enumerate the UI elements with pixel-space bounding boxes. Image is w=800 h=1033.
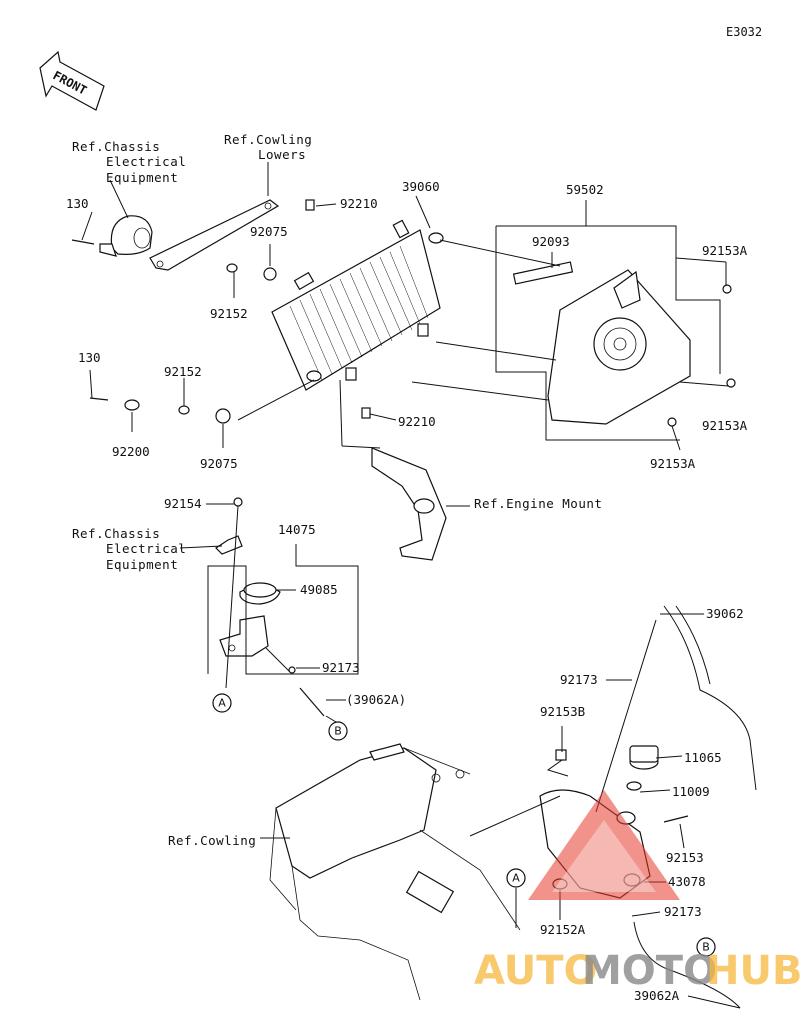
part-92153A-3: 92153A bbox=[650, 456, 696, 471]
part-130-top: 130 bbox=[66, 196, 89, 211]
connector-b-1: B bbox=[328, 721, 348, 741]
ref-engine-mount: Ref.Engine Mount bbox=[474, 496, 602, 511]
part-92153A-1: 92153A bbox=[702, 243, 748, 258]
hose-39062 bbox=[663, 605, 757, 791]
part-39062A-paren: (39062A) bbox=[346, 692, 406, 707]
connector-a-2: A bbox=[506, 868, 526, 888]
part-11065: 11065 bbox=[684, 750, 722, 765]
svg-text:Lowers: Lowers bbox=[258, 147, 306, 162]
part-92093: 92093 bbox=[532, 234, 570, 249]
part-92153: 92153 bbox=[666, 850, 704, 865]
part-92152-mid: 92152 bbox=[164, 364, 202, 379]
svg-text:Equipment: Equipment bbox=[106, 170, 178, 185]
fan-assembly bbox=[512, 261, 691, 425]
ref-cowling-lowers: Ref.Cowling Lowers bbox=[224, 132, 312, 162]
svg-text:Electrical: Electrical bbox=[106, 154, 186, 169]
svg-text:Ref.Chassis: Ref.Chassis bbox=[72, 139, 160, 154]
part-59502: 59502 bbox=[566, 182, 604, 197]
leader-lines-bottom bbox=[260, 613, 741, 1009]
svg-text:Ref.Cowling: Ref.Cowling bbox=[224, 132, 312, 147]
ref-chassis-top: Ref.Chassis Electrical Equipment bbox=[72, 139, 186, 185]
part-43078: 43078 bbox=[668, 874, 706, 889]
part-92153A-2: 92153A bbox=[702, 418, 748, 433]
part-49085: 49085 bbox=[300, 582, 338, 597]
radiator bbox=[271, 219, 444, 391]
horn-assembly bbox=[99, 215, 153, 257]
svg-text:AUTO: AUTO bbox=[474, 948, 598, 994]
leader-lines-top bbox=[81, 162, 729, 507]
water-pipe-assembly bbox=[215, 497, 325, 717]
part-92173-b: 92173 bbox=[560, 672, 598, 687]
part-92154: 92154 bbox=[164, 496, 202, 511]
svg-text:Equipment: Equipment bbox=[106, 557, 178, 572]
part-39062: 39062 bbox=[706, 606, 744, 621]
part-92173-a: 92173 bbox=[322, 660, 360, 675]
part-39060: 39060 bbox=[402, 179, 440, 194]
svg-text:MOTO: MOTO bbox=[582, 948, 717, 994]
part-92075-mid: 92075 bbox=[200, 456, 238, 471]
part-92210-top: 92210 bbox=[340, 196, 378, 211]
cowling-frame bbox=[269, 743, 521, 1001]
ref-cowling: Ref.Cowling bbox=[168, 833, 256, 848]
cowling-bracket bbox=[149, 199, 280, 271]
part-14075: 14075 bbox=[278, 522, 316, 537]
part-92075-top: 92075 bbox=[250, 224, 288, 239]
part-92210-mid: 92210 bbox=[398, 414, 436, 429]
part-92152-top: 92152 bbox=[210, 306, 248, 321]
svg-text:B: B bbox=[702, 941, 710, 954]
svg-text:Ref.Chassis: Ref.Chassis bbox=[72, 526, 160, 541]
diagram-code: E3032 bbox=[726, 25, 762, 39]
svg-text:A: A bbox=[218, 697, 226, 710]
part-39062A: 39062A bbox=[634, 988, 680, 1003]
svg-text:A: A bbox=[512, 872, 520, 885]
engine-mount-bracket bbox=[371, 447, 447, 561]
part-130-mid: 130 bbox=[78, 350, 101, 365]
part-11009: 11009 bbox=[672, 784, 710, 799]
hose-39062A bbox=[633, 921, 741, 1009]
svg-text:Electrical: Electrical bbox=[106, 541, 186, 556]
connector-b-2: B bbox=[696, 937, 716, 957]
part-92153B: 92153B bbox=[540, 704, 585, 719]
leader-lines-mid bbox=[179, 503, 359, 723]
svg-text:B: B bbox=[334, 725, 342, 738]
part-92173-c: 92173 bbox=[664, 904, 702, 919]
watermark-logo: AUTO MOTO HUB bbox=[474, 790, 800, 994]
hardware-mid-left bbox=[89, 397, 231, 424]
part-92200: 92200 bbox=[112, 444, 150, 459]
svg-text:HUB: HUB bbox=[706, 948, 800, 994]
front-arrow-icon: FRONT bbox=[39, 50, 105, 111]
part-92152A: 92152A bbox=[540, 922, 586, 937]
ref-chassis-mid: Ref.Chassis Electrical Equipment bbox=[72, 526, 186, 572]
connector-a-1: A bbox=[212, 693, 232, 713]
